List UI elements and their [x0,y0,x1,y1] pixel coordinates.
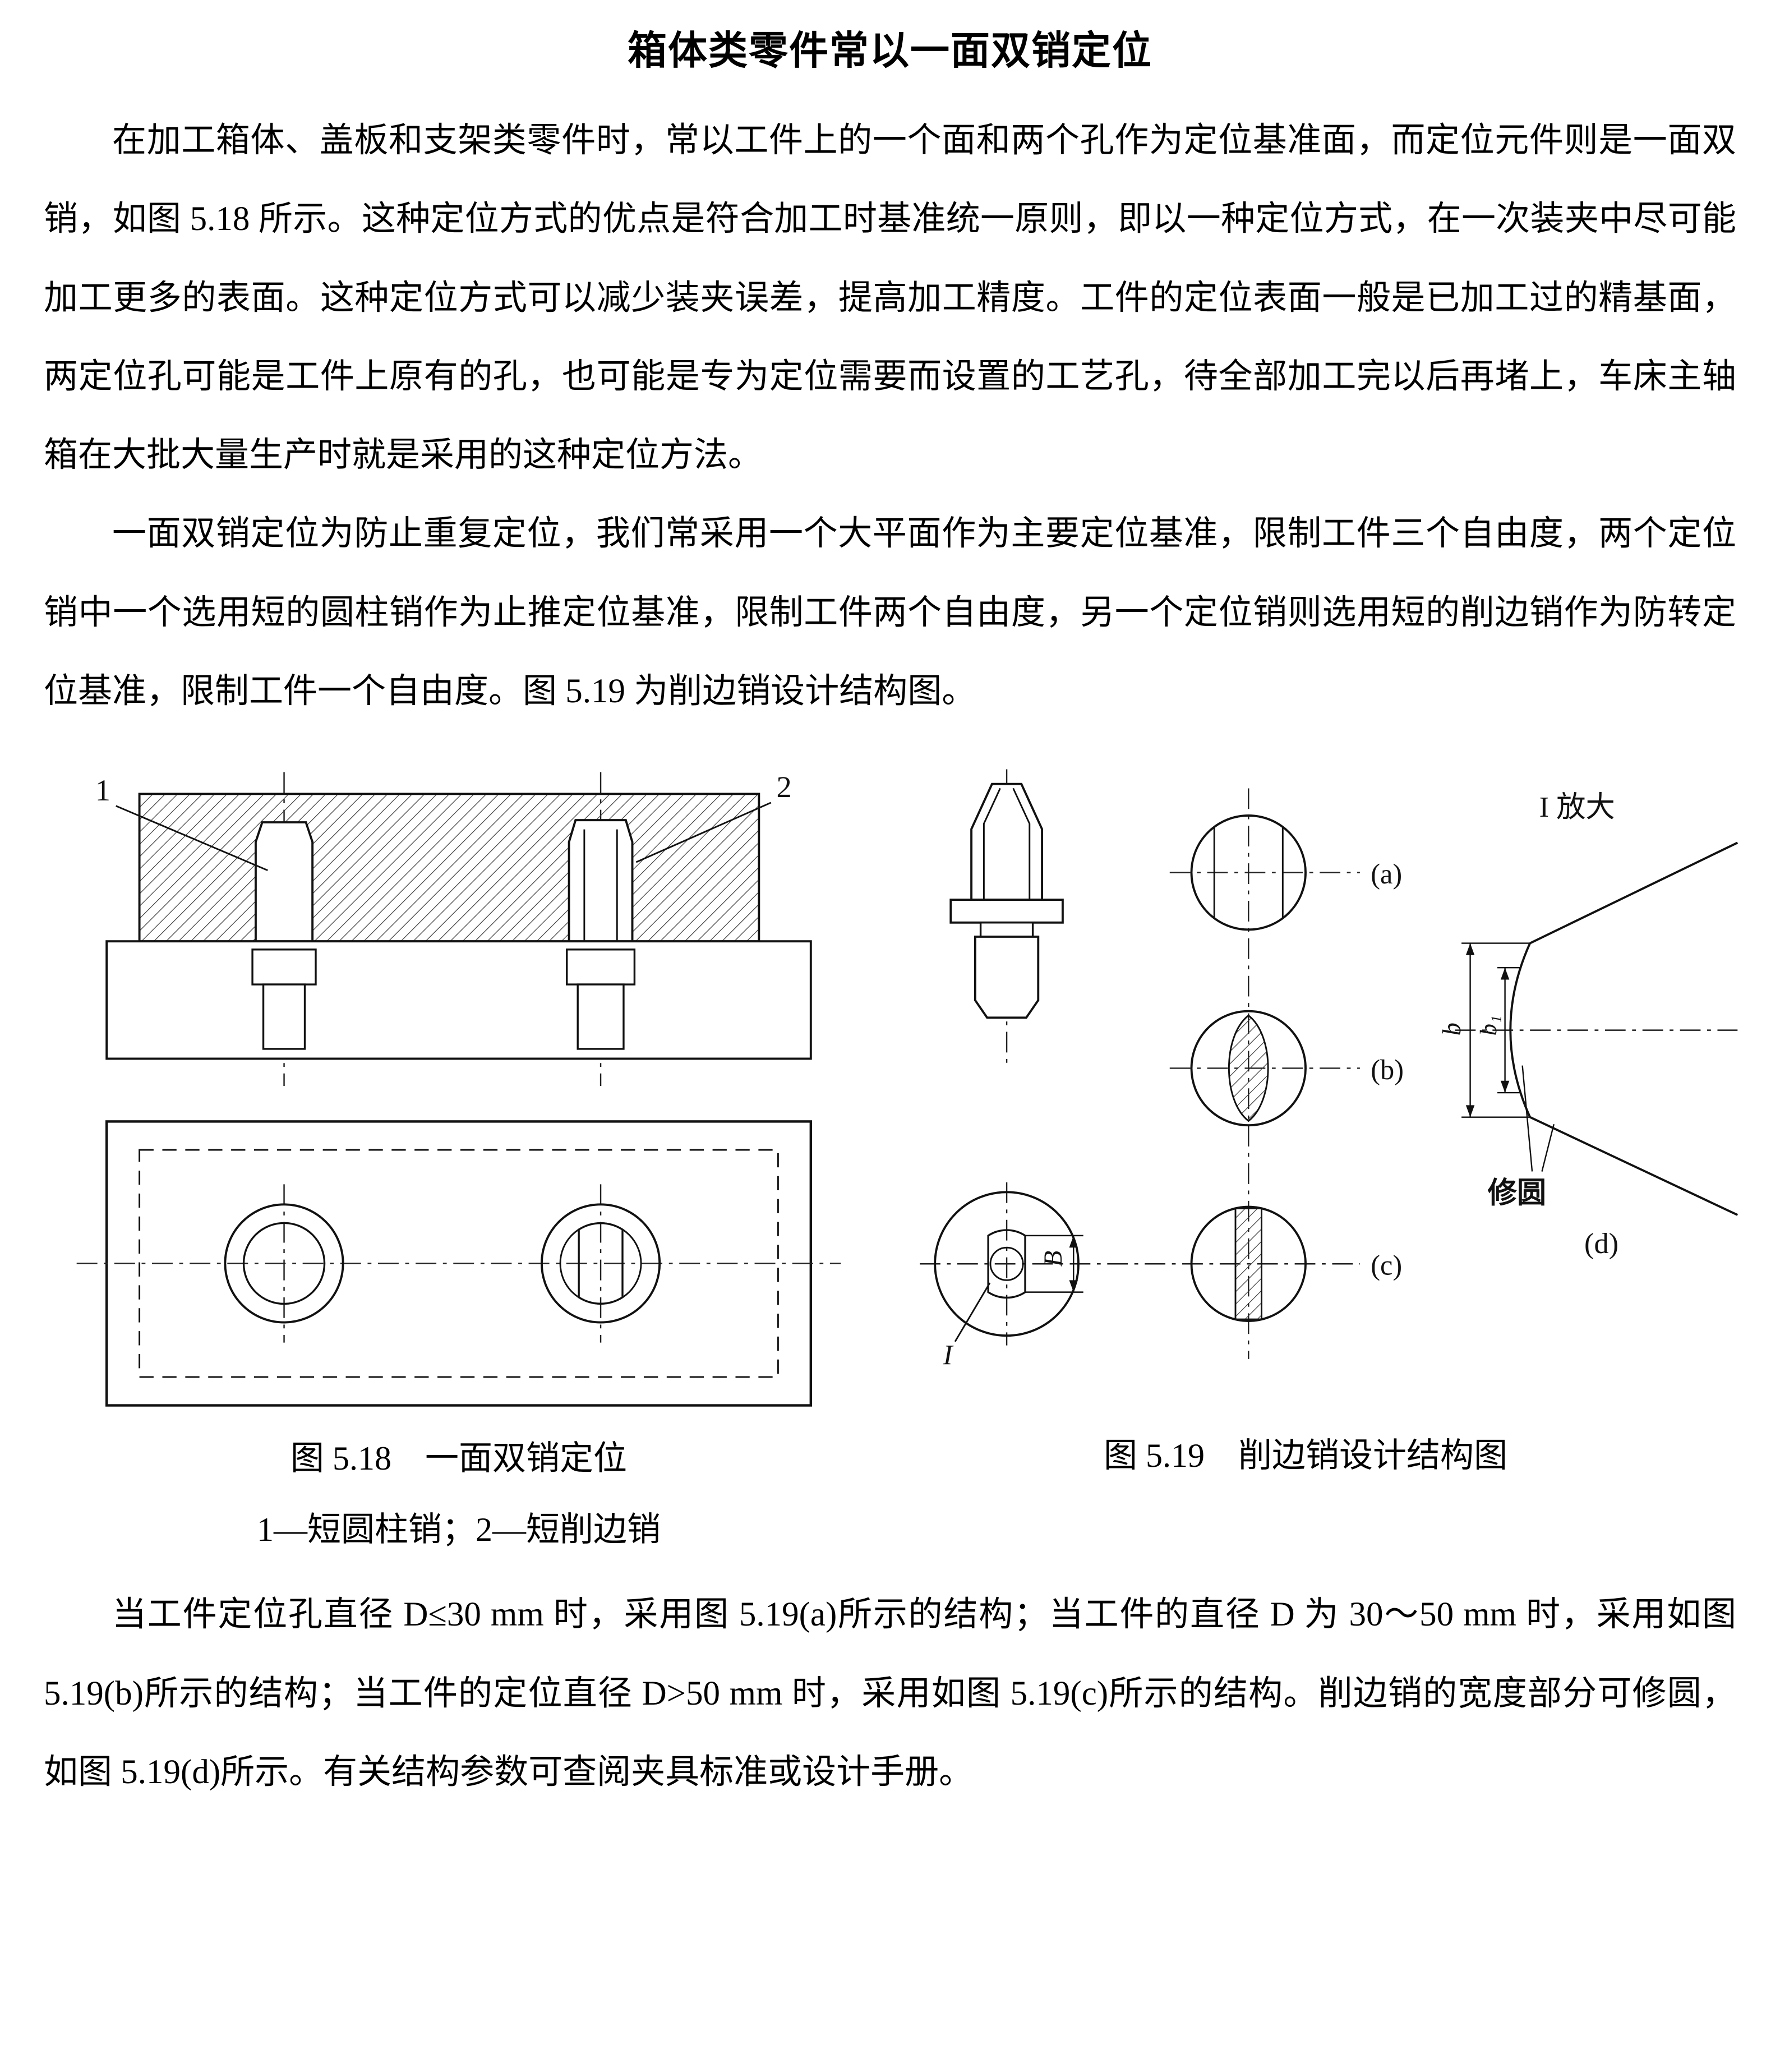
dim-b1-arrow [1500,1081,1510,1093]
section-b-lens [1228,1014,1269,1122]
workpiece-hole-circle [934,1191,1080,1337]
detail-ref-leader [954,1282,991,1342]
pin1-shank [262,983,306,1051]
section-c-band [1234,1208,1262,1320]
pin1-leader [116,805,268,872]
figure-5-19-drawing: (a) (b) (c) [920,769,1739,1371]
dim-b-arrow [1465,943,1475,956]
pin2-flat-section [578,1222,624,1305]
page-title: 箱体类零件常以一面双销定位 [628,30,1152,73]
pin-section-in-hole [987,1229,1026,1299]
dim-b1-arrow [1500,968,1510,980]
detail-title: I 放大 [1539,791,1615,823]
section-b-circle [1190,1010,1307,1127]
plan-view-phantom [139,1149,779,1378]
figure-5-18-drawing: 1 2 [76,770,841,1407]
figure-5-19: (a) (b) (c) [868,761,1743,1477]
pin-bore-circle [989,1247,1024,1282]
detail-flat-arc [1509,943,1531,1118]
section-a-label: (a) [1371,858,1402,890]
detail-ref-label: I [943,1339,954,1371]
figure-5-19-caption: 图 5.19 削边销设计结构图 [1104,1437,1507,1475]
detail-lower-edge [1529,1116,1739,1217]
dim-B-arrow [1069,1280,1078,1293]
base-plate [105,940,812,1060]
closing-paragraph: 当工件定位孔直径 D≤30 mm 时，采用图 5.19(a)所示的结构；当工件的… [44,1596,1736,1791]
pin-flat-line [983,788,1001,900]
pin2-head [568,819,634,943]
detail-upper-edge [1529,841,1739,945]
section-c-circle [1190,1205,1307,1323]
dim-b1-label: b₁ [1475,1016,1502,1036]
figures-row: 1 2 图 5.18 一面双销定位 1—短圆柱销；2—短削边销 [49,761,1739,1551]
pin1-collar [251,948,317,986]
figure-5-18-caption: 图 5.18 一面双销定位 [290,1440,627,1477]
pin1-head [254,821,314,943]
pin-flat-line [1012,788,1031,900]
dim-b-arrow [1465,1105,1475,1118]
section-c-label: (c) [1371,1250,1402,1281]
rounding-leader [1541,1124,1555,1172]
section-b-label: (b) [1371,1054,1404,1085]
pin-neck [979,922,1034,938]
pin2-leader [635,802,772,863]
paragraph-2: 一面双销定位为防止重复定位，我们常采用一个大平面作为主要定位基准，限制工件三个自… [44,515,1736,711]
hole2-circle [540,1203,661,1324]
dim-B-arrow [1069,1236,1078,1248]
pin1-circle [242,1222,326,1305]
dim-B-label: B [1039,1251,1068,1267]
figure-5-18: 1 2 图 5.18 一面双销定位 1—短圆柱销；2—短削边销 [49,761,868,1551]
hole1-circle [224,1203,344,1324]
pin-shank-side [974,936,1040,1019]
paragraph-1: 在加工箱体、盖板和支架类零件时，常以工件上的一个面和两个孔作为定位基准面，而定位… [44,122,1736,475]
section-d-label: (d) [1584,1227,1618,1260]
pin-head-side [970,783,1044,901]
sectioned-plate [138,793,760,943]
section-a-circle [1190,814,1307,931]
figure-5-18-legend: 1—短圆柱销；2—短削边销 [257,1511,661,1549]
pin2-label: 2 [776,770,791,804]
dim-b-label: b [1438,1023,1467,1035]
pin2-shank [577,983,625,1051]
rounding-label: 修圆 [1487,1177,1547,1209]
pin-flange [949,899,1064,924]
document-page: 箱体类零件常以一面双销定位 在加工箱体、盖板和支架类零件时，常以工件上的一个面和… [44,30,1739,1791]
pin2-collar [566,948,636,986]
pin1-label: 1 [95,773,110,807]
rounding-leader [1521,1065,1533,1172]
